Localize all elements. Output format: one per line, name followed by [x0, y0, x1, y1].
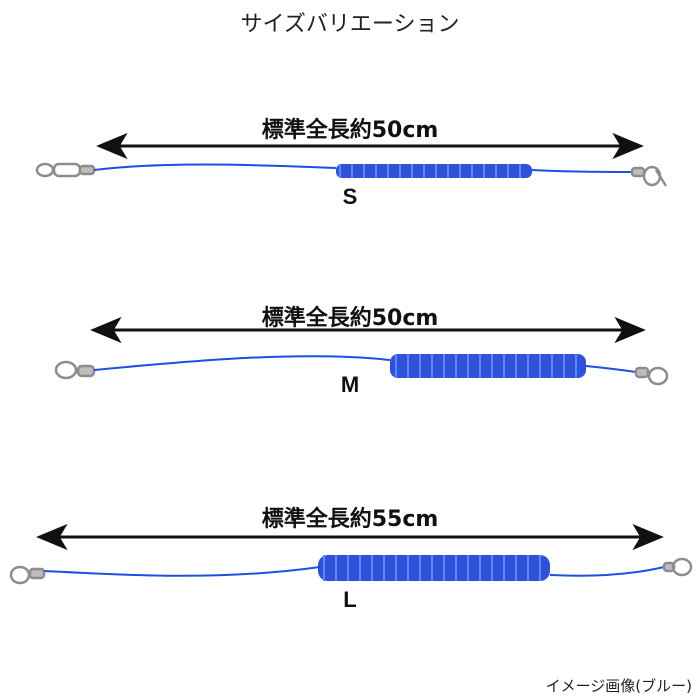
lanyard-s-illustration [35, 132, 668, 187]
clip-right-icon [634, 366, 669, 386]
size-letter-m: M [340, 372, 360, 397]
length-label-m: 標準全長約50cm [261, 306, 439, 331]
clip-right-icon [630, 165, 668, 187]
clip-right-icon [662, 557, 693, 577]
variant-s: 標準全長約50cm S [0, 100, 700, 220]
size-letter-l: L [343, 587, 357, 612]
coil-l [318, 555, 550, 581]
cord-s-right [531, 169, 633, 173]
dimension-arrow-s [96, 132, 644, 160]
length-label-l: 標準全長約55cm [261, 507, 439, 532]
length-label-s: 標準全長約50cm [261, 118, 439, 143]
variant-m: 標準全長約50cm M [0, 290, 700, 410]
coil-s [336, 164, 532, 178]
variant-l: 標準全長約55cm L [0, 495, 700, 620]
size-letter-s: S [342, 184, 358, 209]
cord-l-right [549, 566, 665, 577]
cord-m-right [585, 365, 637, 373]
cord-s-left [93, 163, 337, 171]
clip-left-icon [54, 360, 96, 380]
coil-m [390, 354, 586, 378]
lanyard-m-illustration [54, 316, 669, 386]
clip-left-icon [35, 162, 96, 178]
cord-m-left [93, 355, 391, 371]
dimension-arrow-m [90, 316, 646, 344]
dimension-arrow-l [36, 523, 664, 551]
image-caption: イメージ画像(ブルー) [545, 677, 692, 695]
page-title: サイズバリエーション [240, 12, 460, 37]
clip-left-icon [9, 565, 46, 585]
cord-l-left [43, 566, 321, 577]
lanyard-l-illustration [9, 523, 693, 585]
